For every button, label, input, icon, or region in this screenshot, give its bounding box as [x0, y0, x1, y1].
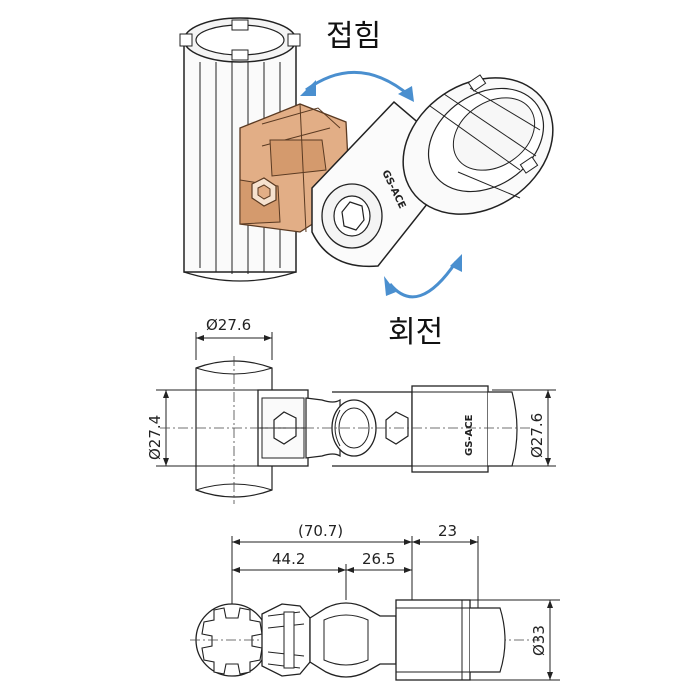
rotate-arrow: [384, 254, 462, 299]
side-view-drawing: (70.7) 23 44.2 26.5: [190, 522, 560, 681]
socket-end: [402, 74, 554, 215]
dim-top-pipe-dia: Ø27.6: [206, 316, 251, 334]
rotate-label: 회전: [388, 315, 443, 350]
front-stamp: GS-ACE: [464, 414, 475, 456]
pipe-joint-illustration: GS-ACE 접힘 회전: [179, 17, 554, 350]
fold-label: 접힘: [326, 19, 381, 54]
dim-seg-c: 23: [438, 522, 457, 540]
dim-overall: (70.7): [298, 522, 343, 540]
front-view-drawing: Ø27.6 Ø27.4 GS-ACE: [146, 316, 556, 504]
dim-seg-a: 44.2: [272, 550, 305, 568]
dim-left-height: Ø27.4: [146, 415, 164, 460]
dim-right-pipe-dia: Ø27.6: [528, 413, 546, 458]
dim-body-dia: Ø33: [530, 625, 548, 656]
fold-arrow: [300, 71, 414, 102]
dim-seg-b: 26.5: [362, 550, 395, 568]
